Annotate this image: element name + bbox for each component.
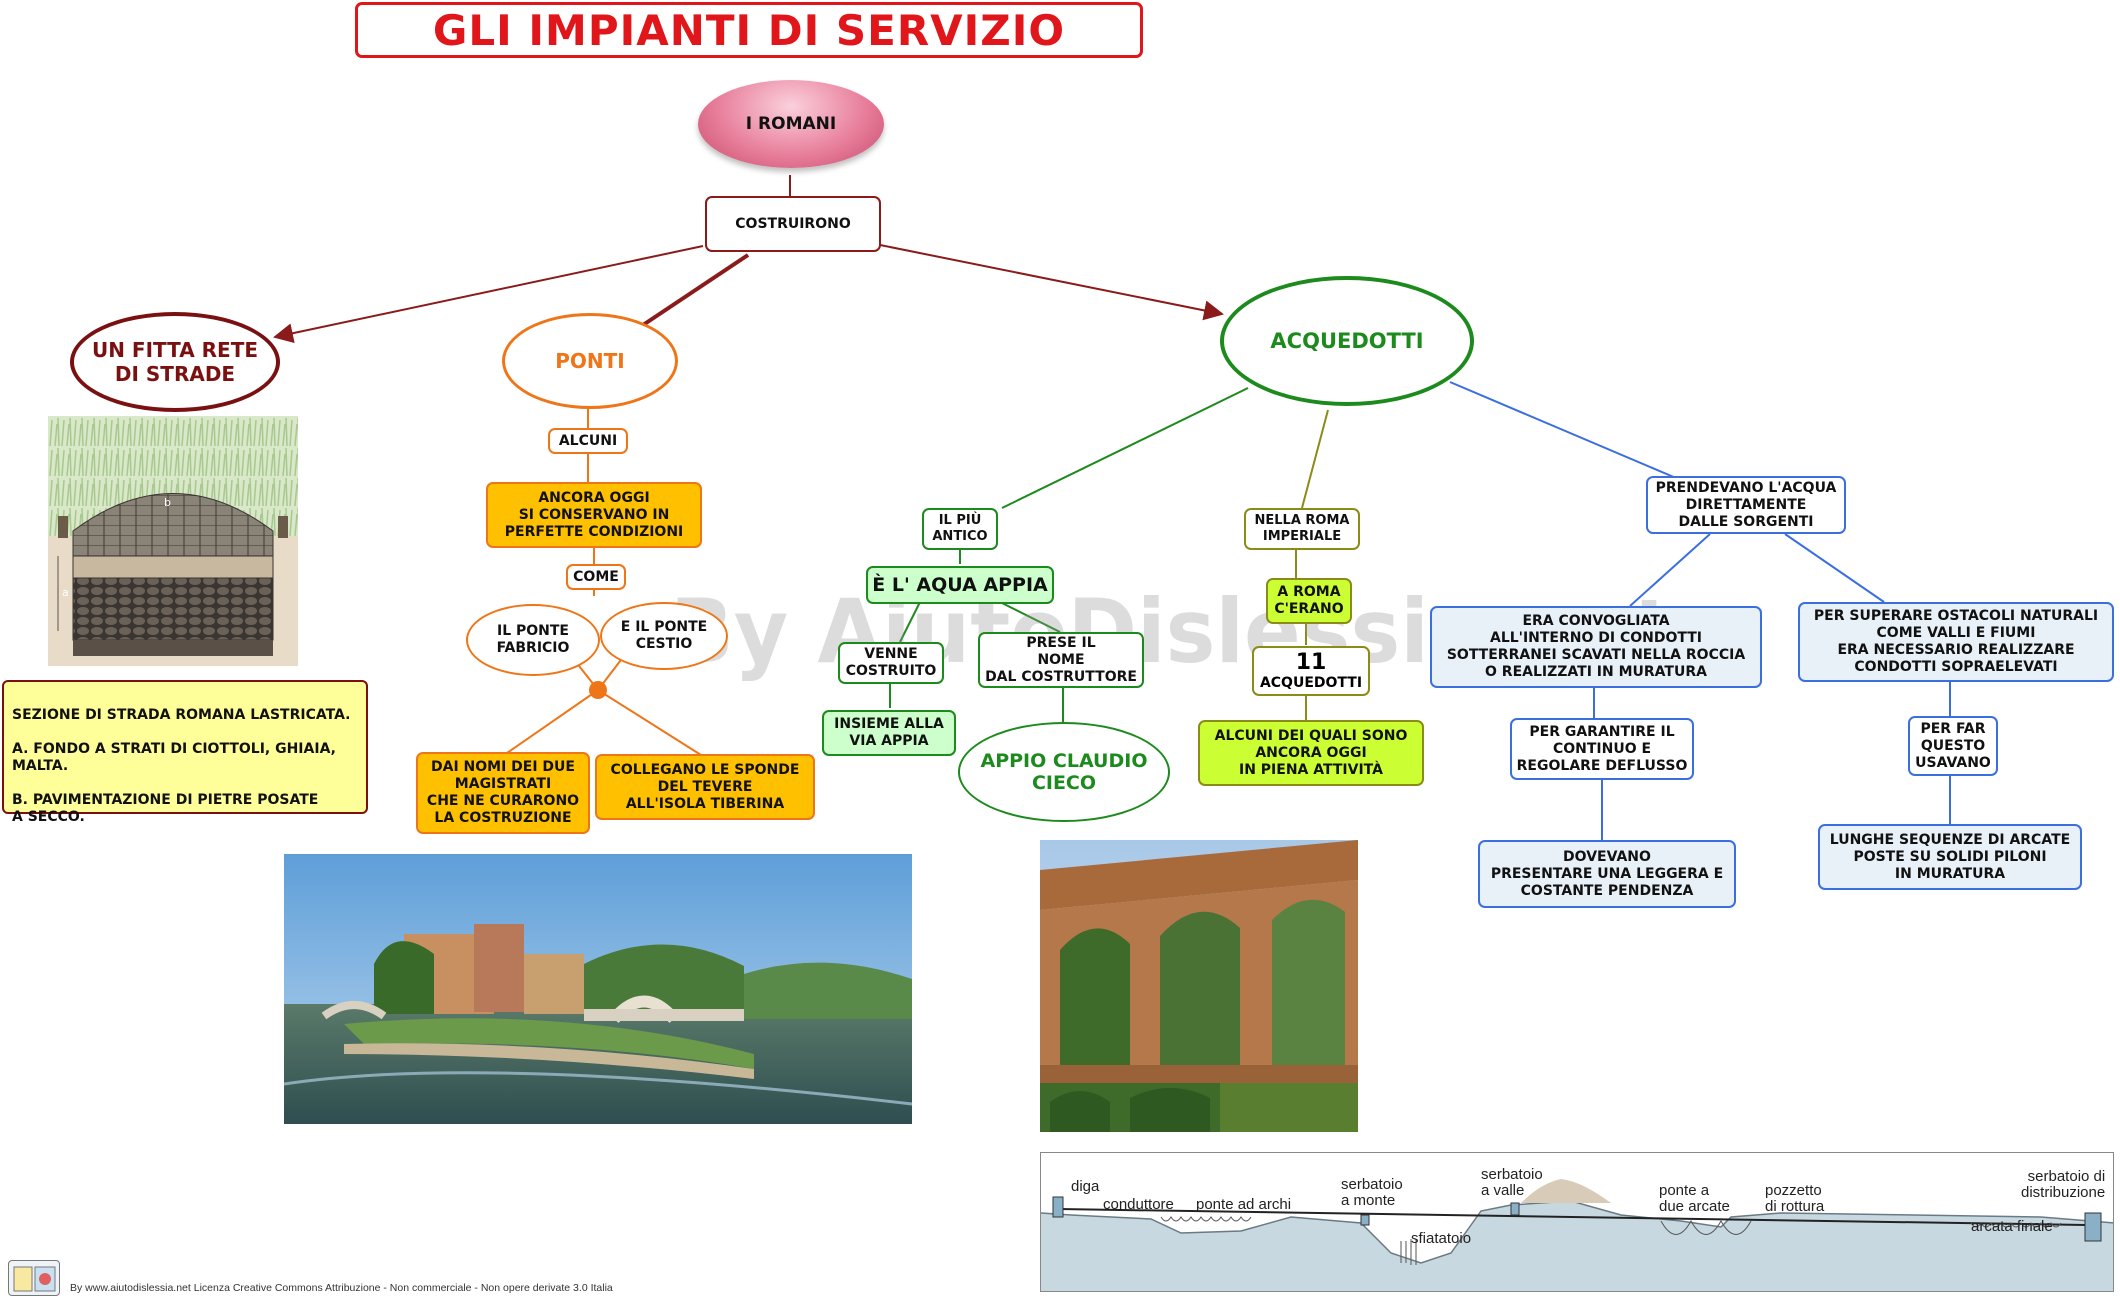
node-acquedotti: ACQUEDOTTI: [1220, 276, 1474, 406]
venne-costruito-label: VENNE COSTRUITO: [845, 646, 937, 679]
acquedotti-count: 11: [1295, 650, 1327, 675]
footer-logo: [8, 1260, 60, 1296]
alcuni-label: ALCUNI: [558, 432, 618, 449]
node-ancora-oggi: ANCORA OGGI SI CONSERVANO IN PERFETTE CO…: [486, 482, 702, 548]
ponti-label: PONTI: [555, 348, 625, 373]
label-ponte-archi: ponte ad archi: [1196, 1196, 1292, 1213]
node-il-piu-antico: IL PIÙ ANTICO: [922, 508, 998, 550]
arcate-label: LUNGHE SEQUENZE DI ARCATE POSTE SU SOLID…: [1829, 831, 2071, 882]
road-caption-box: SEZIONE DI STRADA ROMANA LASTRICATA. A. …: [2, 680, 368, 825]
node-costruirono: COSTRUIRONO: [705, 196, 881, 252]
node-aqua-appia: È L' AQUA APPIA: [866, 566, 1054, 604]
come-label: COME: [573, 568, 619, 585]
node-piena-attivita: ALCUNI DEI QUALI SONO ANCORA OGGI IN PIE…: [1198, 720, 1424, 786]
aqua-appia-label: È L' AQUA APPIA: [872, 573, 1048, 596]
node-sorgenti: PRENDEVANO L'ACQUA DIRETTAMENTE DALLE SO…: [1646, 476, 1846, 534]
tiber-island-photo: [284, 854, 912, 1124]
node-alcuni: ALCUNI: [548, 428, 628, 454]
tevere-label: COLLEGANO LE SPONDE DEL TEVERE ALL'ISOLA…: [610, 761, 800, 812]
acquedotti-label: ACQUEDOTTI: [1270, 328, 1424, 353]
node-11-acquedotti: 11 ACQUEDOTTI: [1252, 646, 1370, 696]
convogliata-label: ERA CONVOGLIATA ALL'INTERNO DI CONDOTTI …: [1446, 613, 1746, 680]
node-tevere: COLLEGANO LE SPONDE DEL TEVERE ALL'ISOLA…: [595, 754, 815, 820]
cestio-label: E IL PONTE CESTIO: [620, 619, 708, 652]
ancora-oggi-label: ANCORA OGGI SI CONSERVANO IN PERFETTE CO…: [504, 489, 684, 540]
node-prese-nome: PRESE IL NOME DAL COSTRUTTORE: [978, 632, 1144, 688]
pendenza-label: DOVEVANO PRESENTARE UNA LEGGERA E COSTAN…: [1490, 848, 1724, 899]
ostacoli-label: PER SUPERARE OSTACOLI NATURALI COME VALL…: [1813, 608, 2099, 675]
road-letter-b: b: [164, 496, 171, 509]
per-far-label: PER FAR QUESTO USAVANO: [1915, 720, 1991, 771]
appio-label: APPIO CLAUDIO CIECO: [980, 750, 1148, 794]
piu-antico-label: IL PIÙ ANTICO: [932, 513, 988, 544]
label-sfiatatoio: sfiatatoio: [1411, 1230, 1472, 1247]
node-ponti: PONTI: [502, 313, 678, 409]
label-arcata-finale: arcata finale: [1971, 1218, 2053, 1235]
via-appia-label: INSIEME ALLA VIA APPIA: [834, 716, 944, 749]
costruirono-label: COSTRUIRONO: [735, 215, 851, 232]
node-a-roma: A ROMA C'ERANO: [1266, 578, 1352, 624]
node-ostacoli: PER SUPERARE OSTACOLI NATURALI COME VALL…: [1798, 602, 2114, 682]
node-appio-claudio: APPIO CLAUDIO CIECO: [958, 722, 1170, 822]
label-ponte-due-arcate: ponte a due arcate: [1659, 1182, 1730, 1215]
road-section-image: a b: [48, 416, 298, 666]
label-diga: diga: [1071, 1178, 1100, 1195]
title-text: GLI IMPIANTI DI SERVIZIO: [432, 5, 1066, 55]
label-serbatoio-monte: serbatoio a monte: [1341, 1176, 1403, 1209]
strade-label: UN FITTA RETE DI STRADE: [91, 338, 259, 386]
magistrati-label: DAI NOMI DEI DUE MAGISTRATI CHE NE CURAR…: [426, 759, 580, 826]
acquedotti-count-label: ACQUEDOTTI: [1259, 675, 1363, 691]
node-convogliata: ERA CONVOGLIATA ALL'INTERNO DI CONDOTTI …: [1430, 606, 1762, 688]
footer-license: By www.aiutodislessia.net Licenza Creati…: [70, 1282, 613, 1294]
node-arcate: LUNGHE SEQUENZE DI ARCATE POSTE SU SOLID…: [1818, 824, 2082, 890]
sorgenti-label: PRENDEVANO L'ACQUA DIRETTAMENTE DALLE SO…: [1655, 479, 1837, 530]
deflusso-label: PER GARANTIRE IL CONTINUO E REGOLARE DEF…: [1516, 723, 1688, 774]
prese-nome-label: PRESE IL NOME DAL COSTRUTTORE: [985, 634, 1137, 685]
node-magistrati: DAI NOMI DEI DUE MAGISTRATI CHE NE CURAR…: [416, 752, 590, 834]
fabricio-label: IL PONTE FABRICIO: [496, 623, 570, 656]
aqueduct-photo: [1040, 840, 1358, 1132]
node-roma-imperiale: NELLA ROMA IMPERIALE: [1244, 508, 1360, 550]
node-pendenza: DOVEVANO PRESENTARE UNA LEGGERA E COSTAN…: [1478, 840, 1736, 908]
aqueduct-profile-diagram: diga conduttore ponte ad archi serbatoio…: [1040, 1152, 2114, 1292]
node-i-romani: I ROMANI: [698, 80, 884, 168]
node-via-appia: INSIEME ALLA VIA APPIA: [822, 710, 956, 756]
node-strade: UN FITTA RETE DI STRADE: [70, 312, 280, 412]
node-ponte-fabricio: IL PONTE FABRICIO: [466, 604, 600, 676]
label-serbatoio-valle: serbatoio a valle: [1481, 1166, 1543, 1199]
label-serbatoio-distribuzione: serbatoio di distribuzione: [2021, 1168, 2106, 1201]
node-deflusso: PER GARANTIRE IL CONTINUO E REGOLARE DEF…: [1510, 718, 1694, 780]
i-romani-label: I ROMANI: [745, 113, 837, 134]
a-roma-label: A ROMA C'ERANO: [1274, 584, 1344, 617]
node-come: COME: [566, 564, 626, 590]
roma-imperiale-label: NELLA ROMA IMPERIALE: [1254, 513, 1350, 544]
label-pozzetto: pozzetto di rottura: [1765, 1182, 1825, 1215]
piena-attivita-label: ALCUNI DEI QUALI SONO ANCORA OGGI IN PIE…: [1214, 727, 1408, 778]
page-title: GLI IMPIANTI DI SERVIZIO: [355, 2, 1143, 58]
node-per-far-questo: PER FAR QUESTO USAVANO: [1908, 716, 1998, 776]
road-caption-text: SEZIONE DI STRADA ROMANA LASTRICATA. A. …: [12, 707, 351, 825]
label-conduttore: conduttore: [1103, 1196, 1174, 1213]
road-letter-a: a: [62, 586, 69, 599]
node-ponte-cestio: E IL PONTE CESTIO: [600, 602, 728, 670]
junction-dot: [589, 681, 607, 699]
node-venne-costruito: VENNE COSTRUITO: [838, 642, 944, 684]
